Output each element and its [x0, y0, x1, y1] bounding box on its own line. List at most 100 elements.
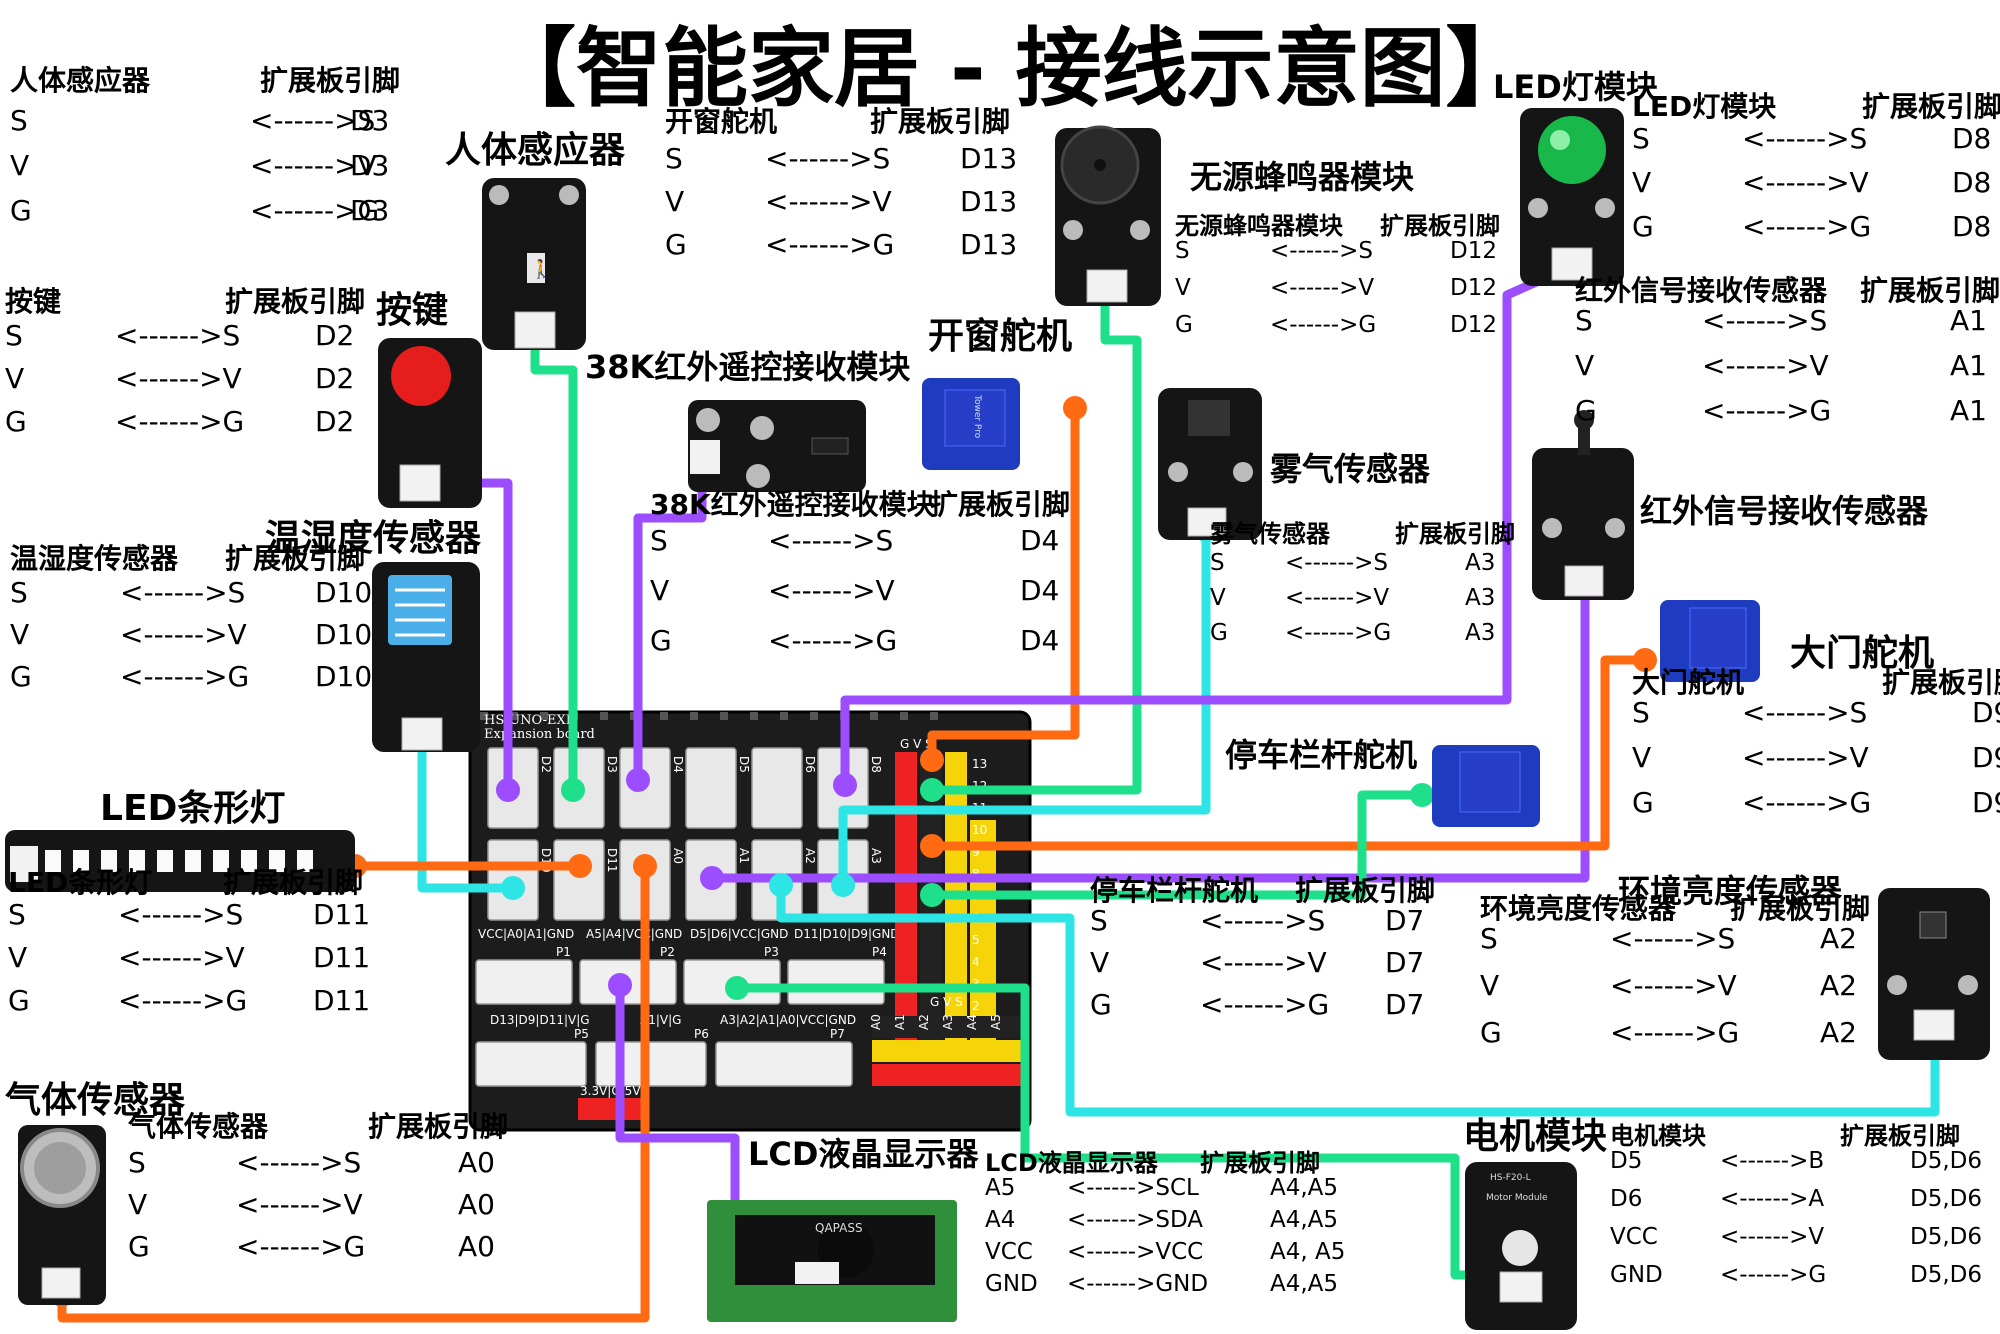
table-cell-link: <------>B: [1720, 1148, 1824, 1174]
table-header-module: 温湿度传感器: [10, 542, 179, 575]
dht-module: [372, 562, 480, 752]
table-cell-link: <------>G: [1702, 394, 1831, 427]
table-header-pin: 扩展板引脚: [1882, 666, 2000, 699]
table-header-pin: 扩展板引脚: [1860, 274, 2000, 307]
led-title: LED灯模块: [1493, 68, 1658, 106]
table-cell-link: <------>S: [236, 1146, 361, 1179]
table-cell-link: <------>G: [118, 984, 247, 1017]
table-cell-board-pin: D9: [1972, 786, 2000, 819]
pin-num-9: 9: [972, 845, 980, 859]
table-cell-board-pin: D7: [1385, 988, 1424, 1021]
port-label-a1: A1: [737, 848, 751, 864]
table-header-pin: 扩展板引脚: [1395, 520, 1515, 548]
table-cell-link: <------>G: [120, 660, 249, 693]
table-cell-board-pin: D12: [1450, 275, 1497, 301]
table-cell-link: <------>V: [768, 574, 895, 607]
port-label-d11: D11: [605, 848, 619, 873]
table-cell-link: <------>S: [250, 104, 375, 137]
table-cell-pin: VCC: [985, 1239, 1033, 1265]
door-servo-title: 大门舵机: [1790, 633, 1934, 674]
analog-pin-row: [872, 1016, 1022, 1086]
table-cell-pin: D6: [1610, 1186, 1642, 1212]
table-cell-pin: G: [1575, 394, 1597, 427]
table-cell-board-pin: A4,A5: [1270, 1207, 1338, 1233]
table-header-module: LED灯模块: [1632, 90, 1776, 123]
pin-a2: A2: [917, 1014, 931, 1030]
table-cell-board-pin: D12: [1450, 312, 1497, 338]
table-cell-board-pin: A1: [1950, 349, 1987, 382]
table-header-module: 开窗舵机: [665, 105, 777, 138]
table-cell-pin: A5: [985, 1175, 1015, 1201]
pin-a5: A5: [989, 1014, 1003, 1030]
table-header-pin: 扩展板引脚: [930, 488, 1070, 521]
table-cell-pin: V: [128, 1188, 147, 1221]
table-cell-pin: V: [5, 362, 24, 395]
gate-servo-title: 停车栏杆舵机: [1225, 736, 1417, 774]
pin-a4: A4: [965, 1014, 979, 1030]
table-cell-link: <------>S: [1610, 922, 1735, 955]
table-cell-board-pin: A2: [1820, 1016, 1857, 1049]
table-cell-board-pin: A4,A5: [1270, 1271, 1338, 1297]
table-header-module: LCD液晶显示器: [985, 1149, 1159, 1177]
port-group-p2: P2: [660, 945, 675, 959]
table-cell-board-pin: D10: [315, 618, 372, 651]
page-title: 【智能家居 - 接线示意图】: [490, 19, 1532, 119]
table-cell-link: <------>SCL: [1067, 1175, 1199, 1201]
pin-row-gvs: G V S: [930, 995, 963, 1009]
table-cell-board-pin: A0: [458, 1230, 495, 1263]
table-cell-board-pin: D8: [1952, 166, 1991, 199]
table-cell-link: <------>G: [1742, 786, 1871, 819]
port-label-d3: D3: [605, 756, 619, 773]
wire-light: [776, 880, 1940, 1117]
buzzer-module: [1055, 125, 1161, 306]
table-cell-link: <------>S: [768, 524, 893, 557]
table-cell-pin: VCC: [1610, 1224, 1658, 1250]
table-cell-board-pin: A4, A5: [1270, 1239, 1345, 1265]
table-cell-link: <------>G: [1200, 988, 1329, 1021]
table-cell-pin: V: [1632, 166, 1651, 199]
table-cell-board-pin: A3: [1465, 620, 1495, 646]
port-label-d8: D8: [869, 756, 883, 773]
port-label-a0: A0: [671, 848, 685, 864]
table-cell-pin: G: [1210, 620, 1228, 646]
table-cell-pin: S: [1632, 122, 1650, 155]
table-cell-board-pin: D3: [350, 194, 389, 227]
pin-a3: A3: [941, 1014, 955, 1030]
table-header-pin: 扩展板引脚: [225, 542, 365, 575]
header-top-1: VCC|A0|A1|GND: [478, 927, 574, 941]
table-cell-board-pin: D13: [960, 228, 1017, 261]
table-header-pin: 扩展板引脚: [260, 64, 400, 97]
table-cell-board-pin: D8: [1952, 122, 1991, 155]
button-title: 按键: [376, 290, 448, 331]
table-cell-pin: V: [1575, 349, 1594, 382]
table-cell-link: <------>V: [1742, 741, 1869, 774]
port-label-a3: A3: [869, 848, 883, 864]
table-cell-link: <------>S: [1742, 696, 1867, 729]
table-cell-link: <------>SDA: [1067, 1207, 1203, 1233]
table-cell-board-pin: A3: [1465, 550, 1495, 576]
pin-num-13: 13: [972, 757, 987, 771]
port-label-d2: D2: [539, 756, 553, 773]
header-bottom-2: A1|V|G: [640, 1013, 681, 1027]
table-cell-link: <------>S: [765, 142, 890, 175]
pir-title: 人体感应器: [445, 130, 626, 171]
lcd-title: LCD液晶显示器: [748, 1135, 979, 1173]
table-cell-link: <------>G: [1610, 1016, 1739, 1049]
port-label-d6: D6: [803, 756, 817, 773]
table-header-module: 电机模块: [1610, 1122, 1706, 1150]
table-header-module: 雾气传感器: [1210, 520, 1331, 548]
table-header-module: 按键: [5, 285, 61, 318]
pir-module: 🚶: [482, 178, 586, 350]
table-cell-pin: V: [1632, 741, 1651, 774]
table-cell-board-pin: D3: [350, 104, 389, 137]
table-cell-link: <------>V: [1610, 969, 1737, 1002]
table-cell-board-pin: D13: [960, 185, 1017, 218]
port-group-p7: P7: [830, 1027, 845, 1041]
table-header-module: 38K红外遥控接收模块: [650, 488, 935, 521]
table-header-module: 红外信号接收传感器: [1575, 274, 1828, 307]
table-cell-pin: V: [10, 618, 29, 651]
table-cell-pin: G: [665, 228, 687, 261]
table-cell-link: <------>VCC: [1067, 1239, 1203, 1265]
